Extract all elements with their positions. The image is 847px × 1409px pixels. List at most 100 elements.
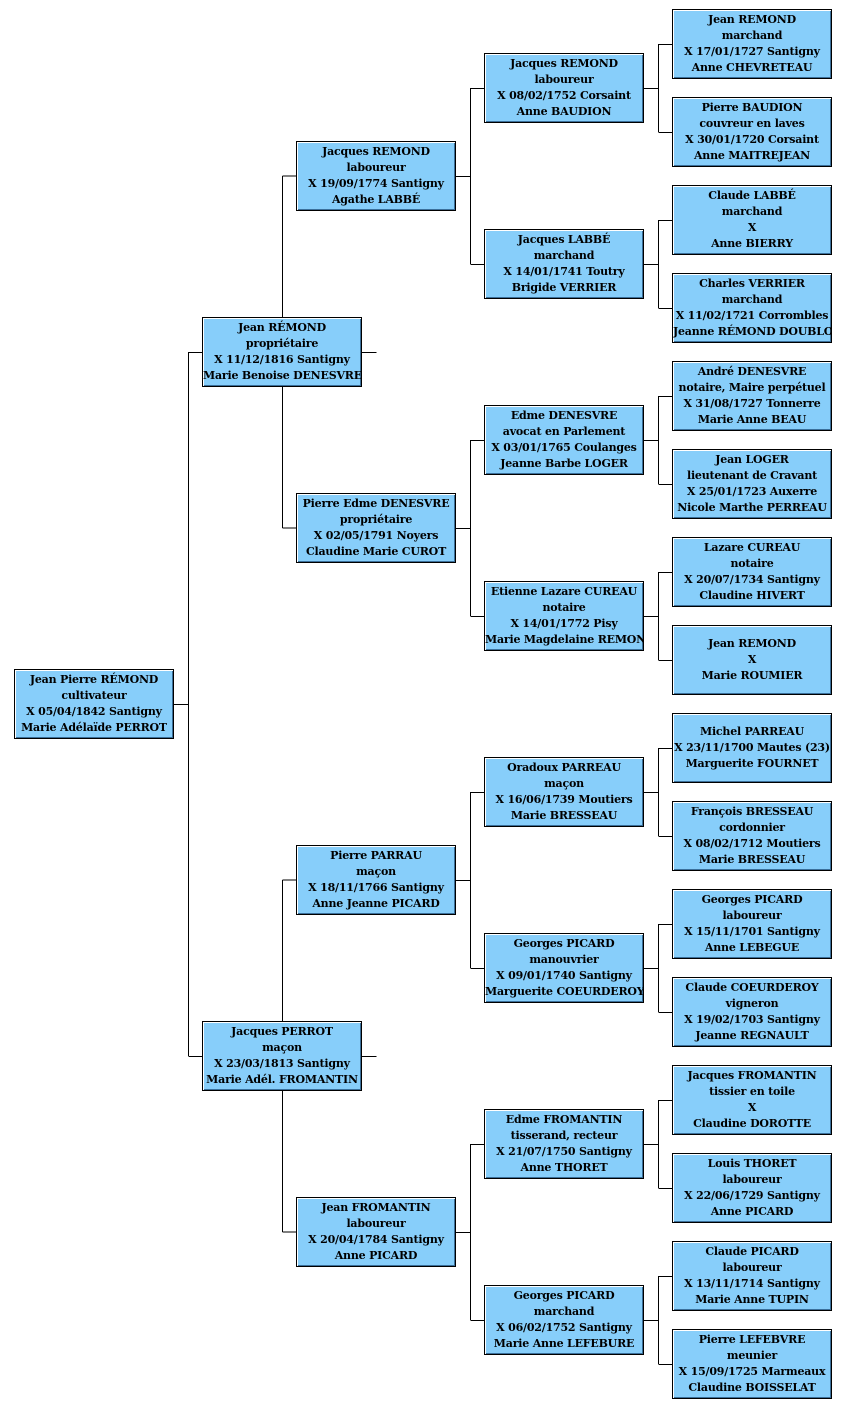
person-line: Jacques LABBÉ bbox=[517, 233, 611, 246]
person-line: Pierre BAUDION bbox=[701, 101, 803, 114]
person-line: laboureur bbox=[346, 161, 406, 174]
person-box-p17: Pierre BAUDION couvreur en laves X 30/01/1… bbox=[672, 97, 832, 167]
person-line: marchand bbox=[721, 293, 783, 306]
person-line: Pierre LEFEBVRE bbox=[698, 1333, 806, 1346]
person-line: Jean RÉMOND bbox=[238, 321, 326, 334]
person-line: marchand bbox=[721, 205, 783, 218]
person-line: Marie Anne LEFEBURE bbox=[493, 1337, 635, 1350]
person-line: X 16/06/1739 Moutiers bbox=[495, 793, 633, 806]
person-line: Jeanne REGNAULT bbox=[695, 1029, 809, 1042]
person-line: Georges PICARD bbox=[513, 1289, 615, 1302]
person-line: notaire, Maire perpétuel bbox=[678, 381, 826, 394]
person-line: X 02/05/1791 Noyers bbox=[313, 529, 439, 542]
person-line: marchand bbox=[533, 249, 595, 262]
person-line: laboureur bbox=[722, 1173, 782, 1186]
person-line: Jean FROMANTIN bbox=[321, 1201, 431, 1214]
person-line: X 30/01/1720 Corsaint bbox=[685, 133, 819, 146]
person-line: lieutenant de Cravant bbox=[686, 469, 818, 482]
person-line: couvreur en laves bbox=[699, 117, 805, 130]
person-line: Edme FROMANTIN bbox=[505, 1113, 623, 1126]
person-line: X 25/01/1723 Auxerre bbox=[686, 485, 818, 498]
person-line: Claude COEURDEROY bbox=[685, 981, 819, 994]
person-line: maçon bbox=[544, 777, 584, 790]
person-line: Jeanne Barbe LOGER bbox=[500, 457, 628, 470]
person-line: Claudine HIVERT bbox=[699, 589, 805, 602]
person-line: Jeanne RÉMOND DOUBLOT bbox=[673, 325, 832, 338]
person-line: X 19/09/1774 Santigny bbox=[308, 177, 444, 190]
person-line: Jean Pierre RÉMOND bbox=[29, 673, 159, 686]
person-line: laboureur bbox=[534, 73, 594, 86]
person-line: marchand bbox=[533, 1305, 595, 1318]
person-line: Pierre Edme DENESVRE bbox=[302, 497, 450, 510]
person-box-p14: Edme FROMANTIN tisserand, recteur X 21/07/… bbox=[484, 1109, 644, 1179]
person-line: cordonnier bbox=[719, 821, 785, 834]
person-line: X 08/02/1752 Corsaint bbox=[497, 89, 631, 102]
person-line: Marie BRESSEAU bbox=[698, 853, 806, 866]
person-line: X 15/09/1725 Marmeaux bbox=[678, 1365, 826, 1378]
person-line: X 15/11/1701 Santigny bbox=[684, 925, 820, 938]
person-line: Marguerite COEURDEROY bbox=[485, 985, 644, 998]
person-line: Marie Benoise DENESVRE bbox=[203, 369, 362, 382]
person-line: Claude PICARD bbox=[705, 1245, 799, 1258]
person-line: laboureur bbox=[722, 909, 782, 922]
person-line: vigneron bbox=[725, 997, 779, 1010]
person-line: X 17/01/1727 Santigny bbox=[684, 45, 820, 58]
person-line: X bbox=[747, 1101, 757, 1114]
person-line: meunier bbox=[726, 1349, 778, 1362]
person-line: François BRESSEAU bbox=[690, 805, 814, 818]
person-line: Anne LEBEGUE bbox=[704, 941, 800, 954]
person-line: Marie Adél. FROMANTIN bbox=[206, 1073, 358, 1086]
person-line: Marguerite FOURNET bbox=[685, 757, 819, 770]
person-line: Claude LABBÉ bbox=[708, 189, 796, 202]
person-line: Etienne Lazare CUREAU bbox=[490, 585, 638, 598]
person-line: X 14/01/1741 Toutry bbox=[503, 265, 625, 278]
person-line: notaire bbox=[542, 601, 586, 614]
person-line: X 18/11/1766 Santigny bbox=[308, 881, 444, 894]
person-line: Louis THORET bbox=[707, 1157, 797, 1170]
person-line: Edme DENESVRE bbox=[510, 409, 618, 422]
person-line: tisserand, recteur bbox=[510, 1129, 618, 1142]
person-box-p3: Jacques PERROT maçon X 23/03/1813 Santigny… bbox=[202, 1021, 362, 1091]
person-line: Brigide VERRIER bbox=[511, 281, 617, 294]
person-line: X 23/03/1813 Santigny bbox=[214, 1057, 350, 1070]
person-line: marchand bbox=[721, 29, 783, 42]
person-line: Claudine Marie CUROT bbox=[305, 545, 447, 558]
person-line: Charles VERRIER bbox=[699, 277, 805, 290]
person-line: Marie Adélaïde PERROT bbox=[21, 721, 167, 734]
person-line: Anne BIERRY bbox=[711, 237, 793, 250]
person-line: X 31/08/1727 Tonnerre bbox=[683, 397, 821, 410]
person-box-p9: Jacques LABBÉ marchand X 14/01/1741 Toutry… bbox=[484, 229, 644, 299]
person-line: Jacques FROMANTIN bbox=[687, 1069, 817, 1082]
person-line: avocat en Parlement bbox=[502, 425, 626, 438]
person-line: X 13/11/1714 Santigny bbox=[684, 1277, 820, 1290]
person-line: maçon bbox=[262, 1041, 302, 1054]
person-line: Jacques REMOND bbox=[322, 145, 430, 158]
person-line: X 05/04/1842 Santigny bbox=[26, 705, 162, 718]
person-line: Jacques PERROT bbox=[231, 1025, 333, 1038]
person-line: X 22/06/1729 Santigny bbox=[684, 1189, 820, 1202]
person-line: X 20/07/1734 Santigny bbox=[684, 573, 820, 586]
person-line: X 20/04/1784 Santigny bbox=[308, 1233, 444, 1246]
person-line: propriétaire bbox=[339, 513, 413, 526]
person-line: Anne PICARD bbox=[710, 1205, 794, 1218]
person-box-p4: Jacques REMOND laboureur X 19/09/1774 Sant… bbox=[296, 141, 456, 211]
person-line: X 09/01/1740 Santigny bbox=[496, 969, 632, 982]
person-line: X 21/07/1750 Santigny bbox=[496, 1145, 632, 1158]
